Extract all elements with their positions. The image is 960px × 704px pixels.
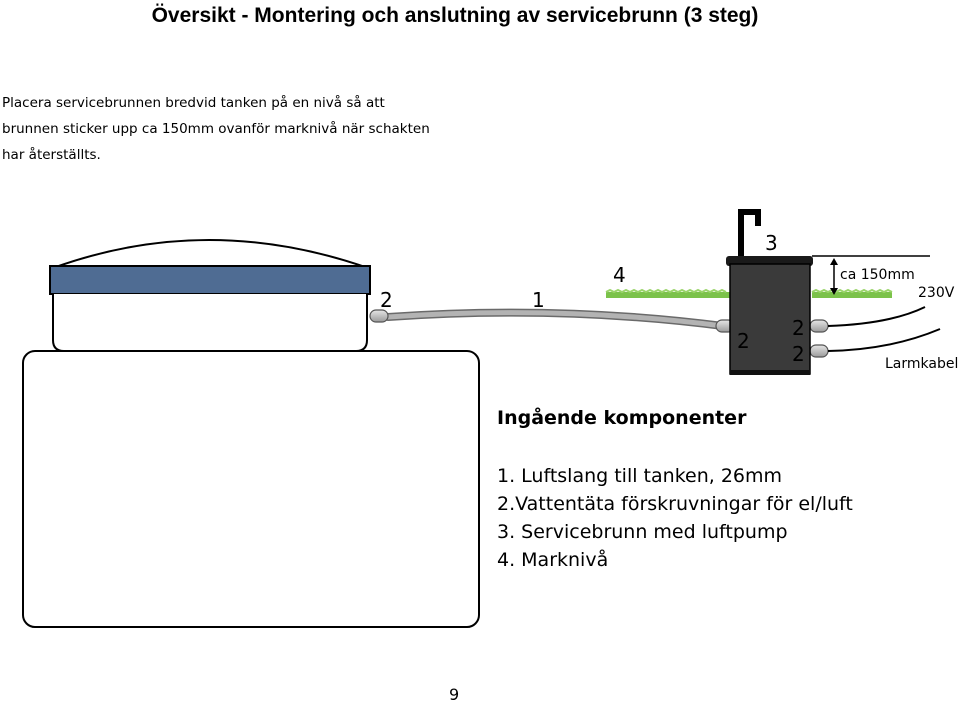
label-hose: 1 bbox=[532, 288, 545, 312]
label-power-cable: 230V bbox=[918, 285, 955, 301]
height-arrow-head-top bbox=[830, 258, 838, 265]
page-title: Översikt - Montering och anslutning av s… bbox=[151, 4, 759, 27]
page-number: 9 bbox=[449, 685, 460, 704]
component-item-4: 4. Marknivå bbox=[497, 549, 609, 571]
ground-level bbox=[605, 288, 893, 298]
component-item-1: 1. Luftslang till tanken, 26mm bbox=[497, 465, 783, 487]
tank-body bbox=[22, 350, 480, 628]
label-alarm-cable: Larmkabel bbox=[885, 356, 958, 372]
fitting-well-upper bbox=[809, 319, 829, 333]
components-heading: Ingående komponenter bbox=[497, 407, 747, 429]
tank-collar bbox=[52, 294, 368, 352]
service-well bbox=[726, 209, 813, 375]
well-body bbox=[729, 263, 811, 375]
tank-lid bbox=[49, 265, 371, 295]
intro-line-2: brunnen sticker upp ca 150mm ovanför mar… bbox=[2, 121, 430, 137]
alarm-cable bbox=[827, 328, 941, 352]
power-cable bbox=[827, 306, 926, 327]
label-fitting-well-lower: 2 bbox=[792, 342, 805, 366]
label-well: 3 bbox=[765, 231, 778, 255]
fitting-tank bbox=[369, 309, 389, 323]
tank bbox=[22, 239, 480, 628]
component-item-3: 3. Servicebrunn med luftpump bbox=[497, 521, 788, 543]
well-base bbox=[730, 370, 810, 375]
air-intake-pipe bbox=[738, 209, 761, 258]
tank-dome bbox=[52, 239, 369, 269]
height-arrow-head-bottom bbox=[830, 288, 838, 295]
label-height: ca 150mm bbox=[840, 267, 915, 283]
component-item-2: 2.Vattentäta förskruvningar för el/luft bbox=[497, 493, 853, 515]
intro-line-3: har återställts. bbox=[2, 147, 101, 163]
label-fitting-well-upper: 2 bbox=[792, 316, 805, 340]
label-fitting-tank: 2 bbox=[380, 288, 393, 312]
air-hose-fill bbox=[385, 310, 726, 329]
label-ground: 4 bbox=[613, 263, 626, 287]
intro-line-1: Placera servicebrunnen bredvid tanken på… bbox=[2, 95, 385, 111]
label-fitting-well-inner: 2 bbox=[737, 329, 750, 353]
fitting-well-lower bbox=[809, 344, 829, 358]
